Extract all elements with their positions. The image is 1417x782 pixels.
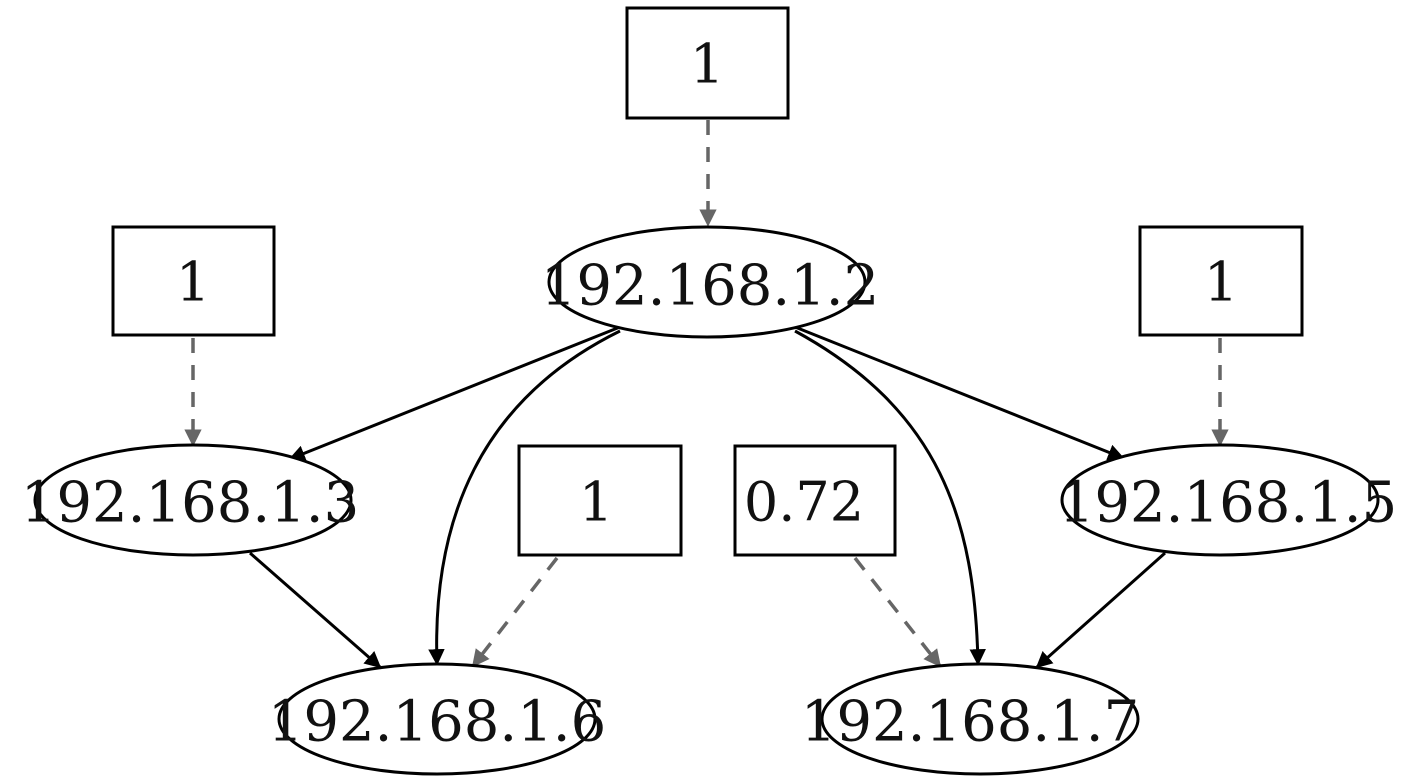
score-label: 1 [690,33,724,96]
score-box-h3: 1 [111,225,276,337]
host-edges [249,325,1166,669]
host-ip-label: 192.168.1.3 [21,471,359,536]
host-node-h6: 192.168.1.6 [268,662,606,776]
score-edges [184,120,1229,668]
host-node-h2: 192.168.1.2 [541,225,879,339]
score-box-h6: 1 [517,444,683,557]
score-label: 0.72 [744,471,864,534]
edge-h2-to-h7 [794,329,986,666]
score-box-h5: 1 [1138,225,1304,337]
score-label: 1 [176,251,210,314]
edge-score-to-h6 [471,556,559,668]
edge-h3-to-h6 [249,551,382,669]
host-node-h7: 192.168.1.7 [801,662,1140,776]
host-ip-label: 192.168.1.5 [1059,471,1397,536]
host-ip-label: 192.168.1.2 [541,254,879,319]
score-label: 1 [1204,251,1238,314]
host-ip-label: 192.168.1.6 [268,690,606,755]
score-label: 1 [579,471,613,534]
host-ip-label: 192.168.1.7 [801,690,1139,755]
edge-h2-to-h6 [428,329,621,666]
edge-h5-to-h7 [1035,551,1166,669]
edge-score-to-h7 [853,556,942,668]
host-node-h3: 192.168.1.3 [21,443,359,557]
score-box-h7: 0.72 [733,444,897,557]
score-box-h2: 1 [625,6,790,120]
host-node-h5: 192.168.1.5 [1059,443,1397,557]
edge-h2-to-h3 [288,325,621,462]
edge-h2-to-h5 [794,325,1125,461]
